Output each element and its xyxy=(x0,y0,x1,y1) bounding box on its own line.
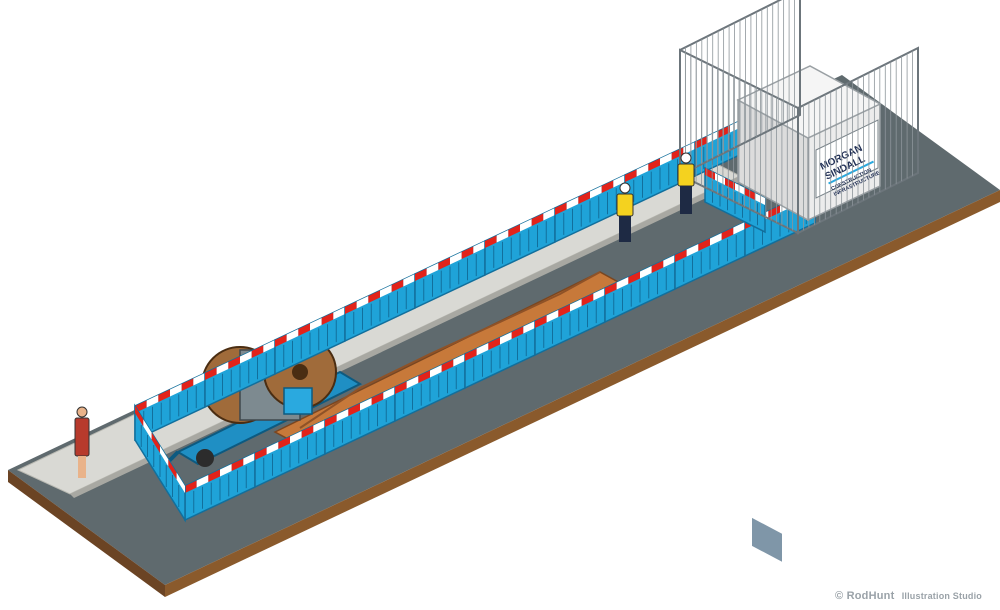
credit-symbol: © xyxy=(835,590,844,602)
road-side-front xyxy=(8,470,165,597)
hard-hat xyxy=(619,182,631,194)
cabin-window xyxy=(752,517,782,562)
hard-hat xyxy=(680,152,692,164)
sign-divider xyxy=(828,160,874,185)
legs xyxy=(680,186,692,214)
heras-fence xyxy=(679,0,919,235)
drum-hub xyxy=(292,364,308,380)
legs xyxy=(619,216,631,242)
trailer-wheel xyxy=(196,449,214,467)
fence-panel xyxy=(679,0,801,177)
head xyxy=(76,406,88,418)
worker-1 xyxy=(616,182,634,242)
road-side-right xyxy=(165,190,1000,597)
site-cabin: MORGAN SINDALL CONSTRUCTION INFRASTRUCTU… xyxy=(679,0,919,562)
barrier-panel xyxy=(324,385,396,456)
fence-panel xyxy=(797,46,919,235)
credit-studio: Illustration Studio xyxy=(901,591,982,601)
credit-name: RodHunt xyxy=(846,590,895,602)
barrier-panel xyxy=(184,451,256,522)
barrier-panel xyxy=(344,272,416,343)
drum-controller xyxy=(283,387,313,415)
hivis-vest xyxy=(677,163,695,187)
barrier-panel xyxy=(704,166,766,234)
worker-2 xyxy=(677,152,695,214)
image-credit: © RodHunt Illustration Studio xyxy=(835,590,982,602)
barrier-panel xyxy=(554,173,626,244)
barrier-fence xyxy=(134,107,816,523)
legs xyxy=(78,456,86,478)
pedestrian xyxy=(74,406,90,478)
hivis-vest xyxy=(616,193,634,217)
barrier-panel xyxy=(674,220,746,291)
barrier-panel xyxy=(254,418,326,489)
barrier-panel xyxy=(534,286,606,357)
barrier-panel xyxy=(274,305,346,376)
coat xyxy=(74,417,90,457)
barrier-panel xyxy=(394,352,466,423)
barrier-panel xyxy=(604,253,676,324)
barrier-panel xyxy=(134,403,186,523)
trench-mound-edge xyxy=(299,271,601,429)
barrier-panel xyxy=(464,319,536,390)
barrier-panel xyxy=(414,239,486,310)
